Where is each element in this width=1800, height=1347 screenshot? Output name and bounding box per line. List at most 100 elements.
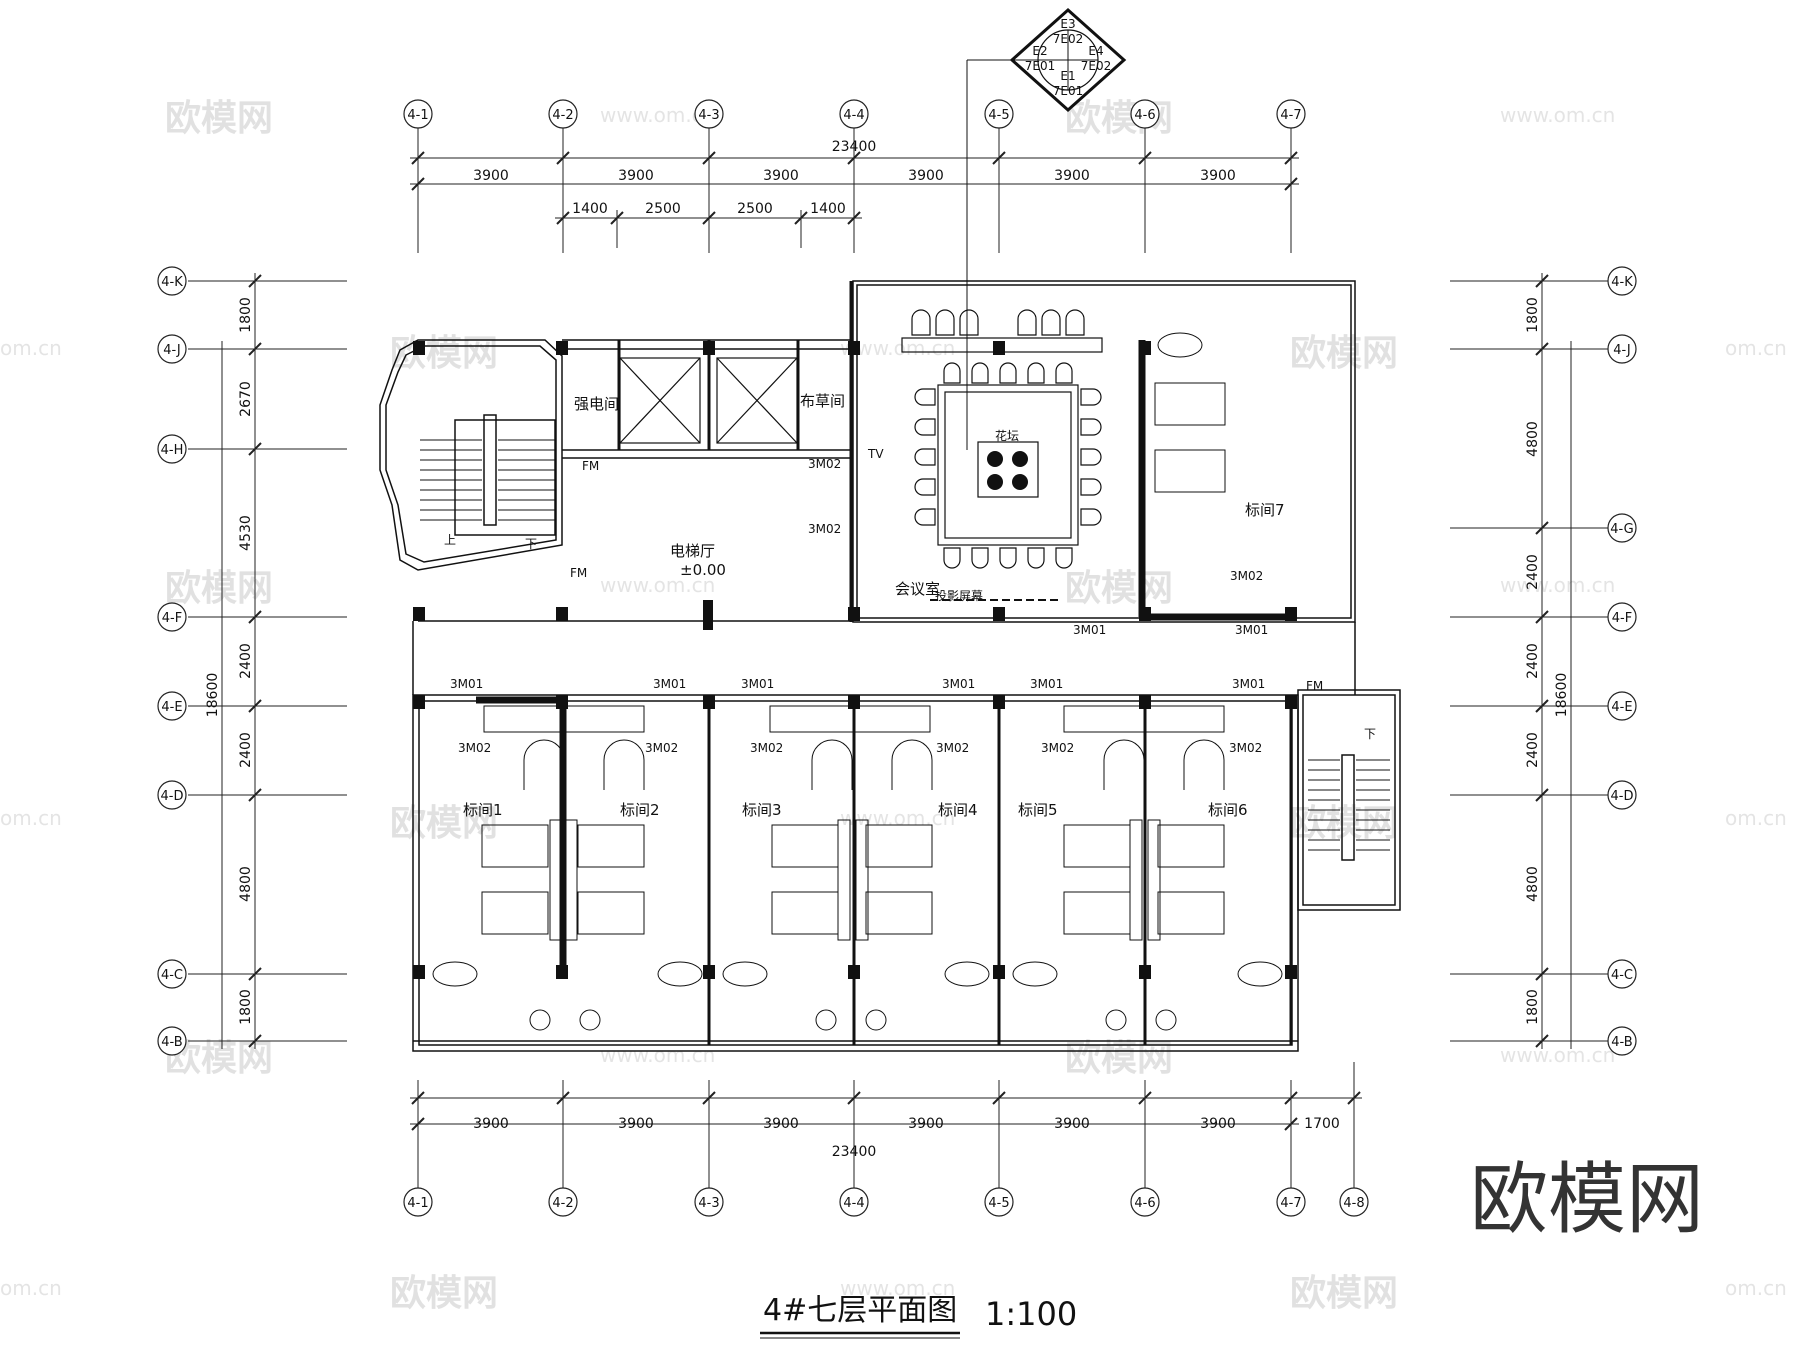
- axis-label: 4-K: [161, 275, 183, 290]
- stair-handrail: [483, 414, 497, 526]
- watermark: 欧模网: [390, 333, 498, 374]
- label-room-2: 标间2: [620, 801, 660, 819]
- stair-handrail: [1341, 754, 1355, 861]
- elev-e2-code: 7E01: [1025, 59, 1056, 73]
- label-meeting-room: 会议室: [895, 580, 940, 598]
- label-floor-level: ±0.00: [680, 561, 726, 579]
- axis-label: 4-D: [161, 789, 184, 804]
- dim-bay: 3900: [618, 1116, 654, 1132]
- door-tag: 3M02: [645, 741, 678, 755]
- dim-right: 1800: [1525, 989, 1541, 1025]
- door-tag: 3M02: [458, 741, 491, 755]
- room-labels: 强电间 布草间 电梯厅 ±0.00 会议室 投影屏幕 花坛 TV 上 下 下 标…: [444, 392, 1376, 819]
- dim-bay: 3900: [618, 168, 654, 184]
- axis-label: 4-K: [1611, 275, 1633, 290]
- axis-label: 4-8: [1343, 1196, 1364, 1211]
- dim-right: 4800: [1525, 866, 1541, 902]
- axis-label: 4-5: [988, 108, 1009, 123]
- dim-right-total: 18600: [1554, 673, 1570, 718]
- watermark-url: om.cn: [1725, 336, 1787, 360]
- drawing-title-block: 4#七层平面图 1:100: [760, 1293, 1077, 1339]
- axis-label: 4-B: [161, 1035, 182, 1050]
- dim-left: 2400: [238, 732, 254, 768]
- door-tag: 3M01: [653, 677, 686, 691]
- dim-right: 2400: [1525, 732, 1541, 768]
- axis-label: 4-C: [1611, 968, 1633, 983]
- elevation-index-marker: E3 7E02 E2 7E01 E4 7E02 E1 7E01: [966, 7, 1127, 450]
- watermark: 欧模网: [1290, 1273, 1398, 1314]
- elev-e1: E1: [1060, 69, 1075, 83]
- axis-label: 4-G: [1610, 522, 1634, 537]
- dim-bay: 3900: [908, 168, 944, 184]
- axis-label: 4-C: [161, 968, 183, 983]
- dim-bay: 1700: [1304, 1116, 1340, 1132]
- left-stair-treads: [420, 439, 555, 521]
- door-tag: 3M01: [942, 677, 975, 691]
- bathroom-fixtures: [432, 332, 1283, 1031]
- door-tag: 3M02: [1230, 569, 1263, 583]
- dim-bay: 3900: [473, 1116, 509, 1132]
- axis-label: 4-7: [1280, 108, 1301, 123]
- label-elevator-lobby: 电梯厅: [670, 542, 715, 560]
- axis-labels: 4-1 4-2 4-3 4-4 4-5 4-6 4-7 4-1 4-2 4-3 …: [161, 108, 1634, 1211]
- door-tag: FM: [582, 459, 599, 473]
- axis-label: 4-J: [1613, 343, 1631, 358]
- elev-e3: E3: [1060, 17, 1075, 31]
- axis-label: 4-1: [407, 108, 428, 123]
- watermark-url: www.om.cn: [1500, 103, 1615, 127]
- watermark: 欧模网: [1065, 1038, 1173, 1079]
- dim-bay: 3900: [1054, 168, 1090, 184]
- right-stair-treads: [1308, 759, 1390, 851]
- watermark: 欧模网: [165, 98, 273, 139]
- dimension-texts: 23400 3900 3900 3900 3900 3900 3900 1400…: [473, 139, 1340, 1160]
- elev-e1-code: 7E01: [1053, 84, 1084, 98]
- guest-room-beds: [481, 382, 1226, 941]
- dim-total-bottom: 23400: [832, 1144, 877, 1160]
- axis-label: 4-3: [698, 108, 719, 123]
- elevators: [619, 357, 798, 444]
- elev-e4-code: 7E02: [1081, 59, 1112, 73]
- dim-left: 4530: [238, 515, 254, 551]
- dim-left-total: 18600: [205, 673, 221, 718]
- axis-label: 4-F: [1612, 611, 1632, 626]
- watermark-url: www.om.cn: [600, 573, 715, 597]
- label-stair-down-right: 下: [1364, 727, 1376, 741]
- door-tag: 3M01: [1235, 623, 1268, 637]
- dim-bay: 3900: [763, 168, 799, 184]
- drawing-scale: 1:100: [985, 1295, 1077, 1333]
- label-flower-bed: 花坛: [995, 428, 1019, 443]
- dim-sub: 1400: [572, 201, 608, 217]
- vertical-dimension-texts: 1800 2670 4530 2400 2400 4800 1800 18600…: [205, 297, 1570, 1025]
- door-tag: 3M01: [1232, 677, 1265, 691]
- watermark-url: www.om.cn: [600, 1043, 715, 1067]
- dim-total-top: 23400: [832, 139, 877, 155]
- door-tag: 3M02: [808, 457, 841, 471]
- label-projection-screen: 投影屏幕: [935, 588, 983, 603]
- dim-bay: 3900: [908, 1116, 944, 1132]
- label-room-5: 标间5: [1018, 801, 1058, 819]
- axis-label: 4-E: [1611, 700, 1632, 715]
- door-tags: FM FM FM 3M02 3M02 3M02 3M01 3M01 3M01 3…: [450, 457, 1323, 755]
- thick-walls: [476, 340, 1290, 974]
- watermark: 欧模网: [390, 803, 498, 844]
- label-room-1: 标间1: [463, 801, 503, 819]
- axis-label: 4-B: [1611, 1035, 1632, 1050]
- dim-right: 1800: [1525, 297, 1541, 333]
- door-tag: FM: [1306, 679, 1323, 693]
- watermark-url: www.om.cn: [1500, 573, 1615, 597]
- label-room-6: 标间6: [1208, 801, 1248, 819]
- dim-sub: 1400: [810, 201, 846, 217]
- label-room-7: 标间7: [1245, 501, 1285, 519]
- axis-bubbles: [157, 99, 1637, 1217]
- watermark-url: om.cn: [0, 806, 62, 830]
- watermark-url: om.cn: [1725, 806, 1787, 830]
- axis-label: 4-H: [161, 443, 184, 458]
- watermark: 欧模网: [1290, 333, 1398, 374]
- dim-right: 2400: [1525, 643, 1541, 679]
- elev-e3-code: 7E02: [1053, 32, 1084, 46]
- label-tv: TV: [867, 447, 884, 461]
- elev-e4: E4: [1088, 44, 1103, 58]
- axis-label: 4-4: [843, 108, 864, 123]
- dimension-ticks: [248, 151, 1549, 1131]
- dim-bay: 3900: [473, 168, 509, 184]
